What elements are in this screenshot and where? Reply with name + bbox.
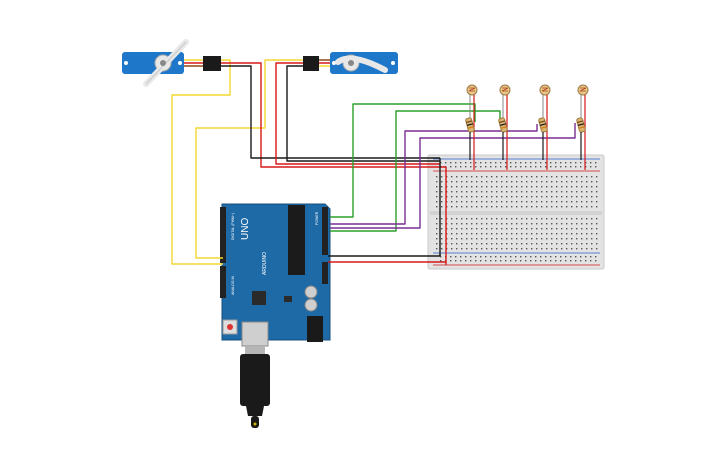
usb-cable-plug (240, 354, 270, 406)
wire-black-left (221, 65, 440, 159)
wire-green-2 (330, 110, 501, 232)
resistor-3[interactable] (538, 117, 548, 160)
breadboard[interactable] (427, 154, 605, 270)
wire-purple-2 (330, 123, 576, 229)
digital-header-label: DIGITAL (PWM~) (231, 213, 235, 240)
power-jack[interactable] (307, 316, 323, 342)
wire-red-left (221, 62, 446, 168)
usb-port[interactable] (241, 321, 269, 347)
wire-red-right (275, 62, 440, 165)
photoresistor-2[interactable] (499, 84, 511, 170)
analog-header[interactable] (220, 266, 226, 298)
resistor-2[interactable] (498, 117, 508, 160)
servo-right-connector (303, 56, 319, 71)
servo-left-connector (203, 56, 221, 71)
arduino-brand-label: ARDUINO (262, 252, 268, 275)
power-header-label: POWER (315, 211, 319, 225)
digital-header[interactable] (220, 207, 226, 263)
servo-right[interactable] (303, 52, 398, 74)
wire-purple-1 (330, 124, 538, 225)
wire-black-power (328, 254, 441, 257)
resistor-4[interactable] (576, 117, 586, 160)
power-header-bottom[interactable] (322, 262, 328, 284)
wire-yellow-left (171, 59, 231, 265)
resistor-1[interactable] (465, 117, 475, 160)
wire-green-1 (330, 103, 476, 218)
servo-left[interactable] (122, 39, 221, 87)
wire-yellow-right (195, 59, 303, 259)
arduino-uno-board[interactable]: UNO ARDUINO DIGITAL (PWM~) ANALOG IN POW… (220, 203, 331, 428)
atmega-chip (288, 205, 305, 275)
analog-header-label: ANALOG IN (231, 275, 235, 295)
wires (171, 59, 576, 265)
photoresistor-3[interactable] (539, 84, 551, 170)
sensor-array (465, 84, 589, 170)
wire-black-right (286, 65, 440, 162)
photoresistor-1[interactable] (466, 84, 478, 170)
uno-label: UNO (240, 218, 251, 240)
reset-button-cap (227, 324, 233, 330)
photoresistor-4[interactable] (577, 84, 589, 170)
power-header-top[interactable] (322, 207, 328, 255)
